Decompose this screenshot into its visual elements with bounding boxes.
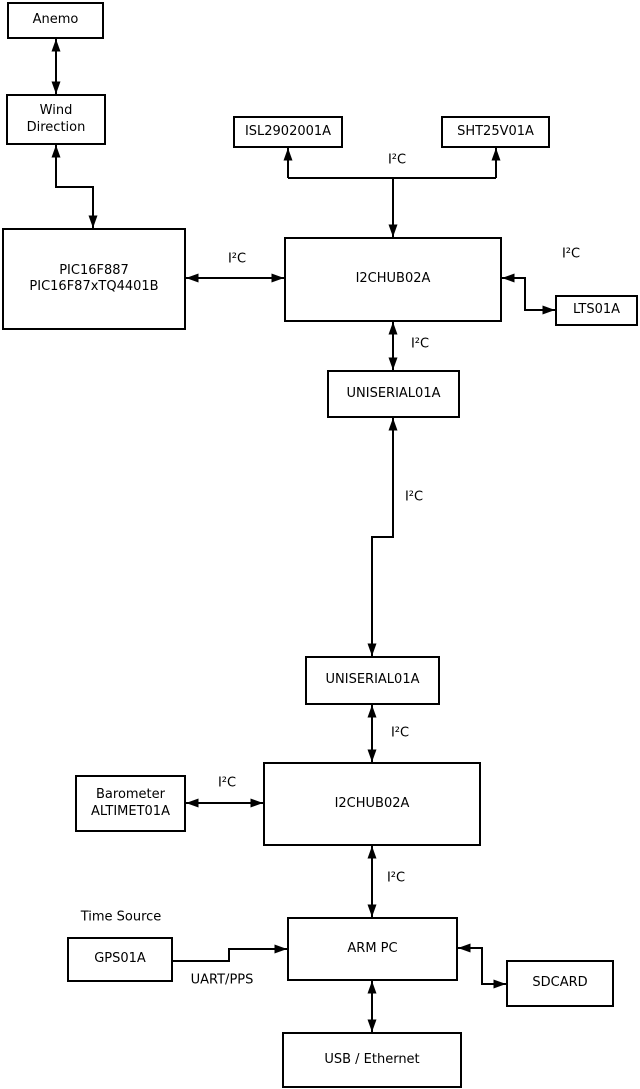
node-uniserial01a-1: UNISERIAL01A: [327, 370, 460, 418]
edge-label-i2c-hub1-uniserial1: I²C: [410, 336, 430, 352]
node-isl2902001a: ISL2902001A: [233, 116, 343, 148]
node-i2chub02a-2: I2CHUB02A: [263, 762, 481, 846]
connector-gps-armpc: [173, 944, 287, 962]
connector-armpc-sdcard: [458, 943, 506, 989]
edge-label-i2c-hub2-arm: I²C: [386, 870, 406, 886]
node-usb-ethernet: USB / Ethernet: [282, 1032, 462, 1088]
node-lts01a: LTS01A: [555, 295, 638, 326]
node-sht25v01a: SHT25V01A: [441, 116, 550, 148]
edge-label-i2c-pic-hub1: I²C: [227, 251, 247, 267]
edge-label-i2c-sensor-bus: I²C: [387, 152, 407, 168]
edge-label-uart-pps: UART/PPS: [190, 972, 254, 988]
edge-label-i2c-barometer-hub2: I²C: [217, 775, 237, 791]
node-sdcard: SDCARD: [506, 960, 614, 1007]
node-gps01a: GPS01A: [67, 937, 173, 982]
connector-uniserial1-uniserial2: [367, 418, 398, 656]
node-anemo: Anemo: [7, 2, 104, 39]
node-i2chub02a-1: I2CHUB02A: [284, 237, 502, 322]
edge-label-i2c-uniserial-link: I²C: [404, 489, 424, 505]
node-barometer-altimet01a: Barometer ALTIMET01A: [75, 775, 186, 832]
edge-label-time-source: Time Source: [80, 909, 162, 925]
connector-hub1-lts: [502, 273, 555, 315]
connector-wind-pic: [51, 145, 98, 228]
node-pic16f887: PIC16F887 PIC16F87xTQ4401B: [2, 228, 186, 330]
edge-label-i2c-uniserial2-hub2: I²C: [390, 725, 410, 741]
node-arm-pc: ARM PC: [287, 917, 458, 981]
node-uniserial01a-2: UNISERIAL01A: [305, 656, 440, 705]
edge-label-i2c-hub1-lts: I²C: [561, 246, 581, 262]
node-wind-direction: Wind Direction: [6, 94, 106, 145]
